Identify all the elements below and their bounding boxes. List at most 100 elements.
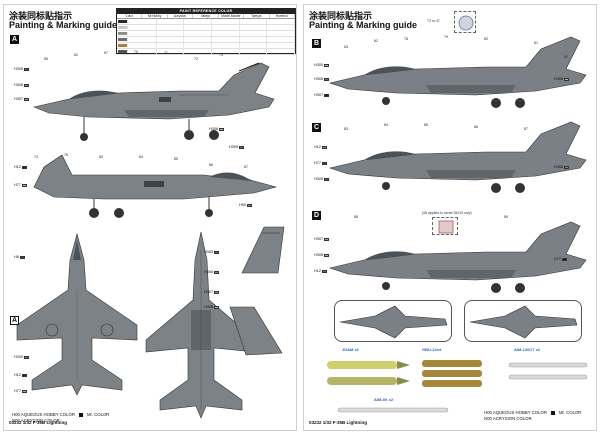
ref-cell: [184, 49, 213, 54]
ref-row: [117, 25, 296, 31]
ref-cell: [157, 37, 185, 42]
callout-number: 83: [99, 155, 103, 159]
aircraft-side-profile-1: [32, 62, 275, 141]
underside-view-left: [334, 300, 452, 342]
callout-number: 67: [104, 51, 108, 55]
color-code-tag: H77: [14, 389, 27, 393]
color-code-swatch: [324, 63, 330, 67]
color-code-swatch: [324, 77, 330, 81]
weapon-label-aim9x: AIM-9X x2: [374, 397, 394, 402]
color-code-tag: H305: [314, 177, 330, 181]
color-code-text: H305: [14, 67, 24, 71]
callout-number: 78: [404, 37, 408, 41]
color-code-tag: H305: [204, 250, 220, 254]
ref-col-humbrol: Humbrol: [270, 14, 295, 18]
ref-cell: [267, 25, 296, 30]
ref-cell: [240, 37, 268, 42]
insignia-note-top: 73 or 47: [427, 19, 440, 23]
underside-shape-left: [339, 305, 448, 339]
color-code-tag: H307: [314, 237, 330, 241]
right-legend-mrcolor-swatch: [550, 410, 555, 415]
ref-cell: [212, 43, 240, 48]
color-code-swatch: [214, 270, 220, 274]
color-code-swatch: [21, 165, 27, 169]
ref-row: [117, 31, 296, 37]
color-code-tag: H308: [204, 305, 220, 309]
color-code-text: H308: [209, 127, 219, 131]
color-code-swatch: [239, 145, 245, 149]
color-code-tag: H77: [14, 183, 27, 187]
right-legend-row1: H00 AQUEOUS HOBBY COLOR Mr. COLOR: [484, 410, 581, 415]
left-footer-code: 03232 1/32 F-35B Lightning: [9, 420, 68, 425]
ref-col-modelmaster: Model Master: [219, 14, 245, 18]
color-code-text: H307: [314, 237, 324, 241]
aircraft-profile-d: [328, 221, 587, 293]
color-code-swatch: [324, 253, 330, 257]
paint-reference-title: PAINT REFERENCE COLOR: [117, 9, 295, 14]
right-title-en: Painting & Marking guide: [309, 20, 418, 30]
color-code-text: H77: [14, 183, 21, 187]
ref-cell: [184, 43, 213, 48]
right-legend-mrcolor: Mr. COLOR: [558, 410, 582, 415]
section-label-b: B: [312, 39, 321, 48]
paint-reference-table: PAINT REFERENCE COLOR Color Mr.Hobby Acr…: [116, 8, 296, 55]
ref-cell: [240, 49, 268, 54]
ref-cell: [267, 31, 296, 36]
color-code-swatch: [19, 255, 25, 259]
color-code-text: H306: [554, 165, 564, 169]
ref-cell: [212, 37, 240, 42]
legend-acrysion: N00 ACRYSION COLOR: [12, 418, 60, 423]
color-code-tag: H306: [314, 77, 330, 81]
ref-cell: [267, 49, 296, 54]
color-code-tag: H306: [204, 270, 220, 274]
color-code-tag: H308: [209, 127, 225, 131]
legend-aqueous: H00 AQUEOUS HOBBY COLOR: [12, 412, 75, 417]
color-code-text: H90: [239, 203, 246, 207]
section-label-a: A: [10, 35, 19, 44]
ref-swatch: [118, 38, 128, 41]
callout-number: 73: [219, 53, 223, 57]
color-code-text: H308: [554, 77, 564, 81]
weapon-jdam: [327, 361, 410, 385]
color-code-swatch: [324, 237, 330, 241]
callout-number: 88: [354, 215, 358, 219]
color-code-swatch: [324, 177, 330, 181]
color-code-text: H306: [314, 77, 324, 81]
color-code-tag: H77: [314, 161, 327, 165]
left-legend-row2: N00 ACRYSION COLOR: [12, 418, 60, 423]
color-code-tag: H307: [204, 290, 220, 294]
insignia-box-top: [454, 11, 476, 33]
color-code-text: H308: [204, 305, 214, 309]
color-code-tag: H307: [314, 93, 330, 97]
weapon-label-jdam: JDAM x1: [342, 347, 359, 352]
callout-number: 75: [64, 153, 68, 157]
ref-cell: [184, 19, 213, 24]
right-instruction-sheet: 涂装同标贴指示 Painting & Marking guide B C D 7…: [303, 4, 597, 431]
weapon-aim9x: [337, 407, 449, 413]
callout-number: 81: [534, 41, 538, 45]
color-code-text: H307: [204, 290, 214, 294]
color-code-tag: H306: [14, 83, 30, 87]
color-code-tag: H90: [239, 203, 252, 207]
ref-cell: [240, 31, 268, 36]
callout-number: 71: [164, 51, 168, 55]
weapon-label-aim120: AIM-120C7 x2: [514, 347, 541, 352]
color-code-text: H305: [314, 177, 324, 181]
color-code-text: H77: [554, 257, 561, 261]
ref-col-color: Color: [117, 14, 143, 18]
ref-cell: [157, 19, 185, 24]
color-code-tag: H8: [14, 255, 25, 259]
callout-number: 85: [424, 123, 428, 127]
color-code-tag: H12: [14, 165, 27, 169]
ref-row: [117, 19, 296, 25]
color-code-swatch: [561, 257, 567, 261]
right-legend-row2: N00 ACRYSION COLOR: [484, 416, 532, 421]
insignia-box-mid: [432, 217, 458, 235]
callout-number: 62: [74, 53, 78, 57]
color-code-text: H12: [14, 373, 21, 377]
ref-cell: [129, 25, 157, 30]
callout-number: 86: [474, 125, 478, 129]
ref-cell: [267, 43, 296, 48]
color-code-tag: H309: [14, 355, 30, 359]
callout-number: 55: [44, 57, 48, 61]
